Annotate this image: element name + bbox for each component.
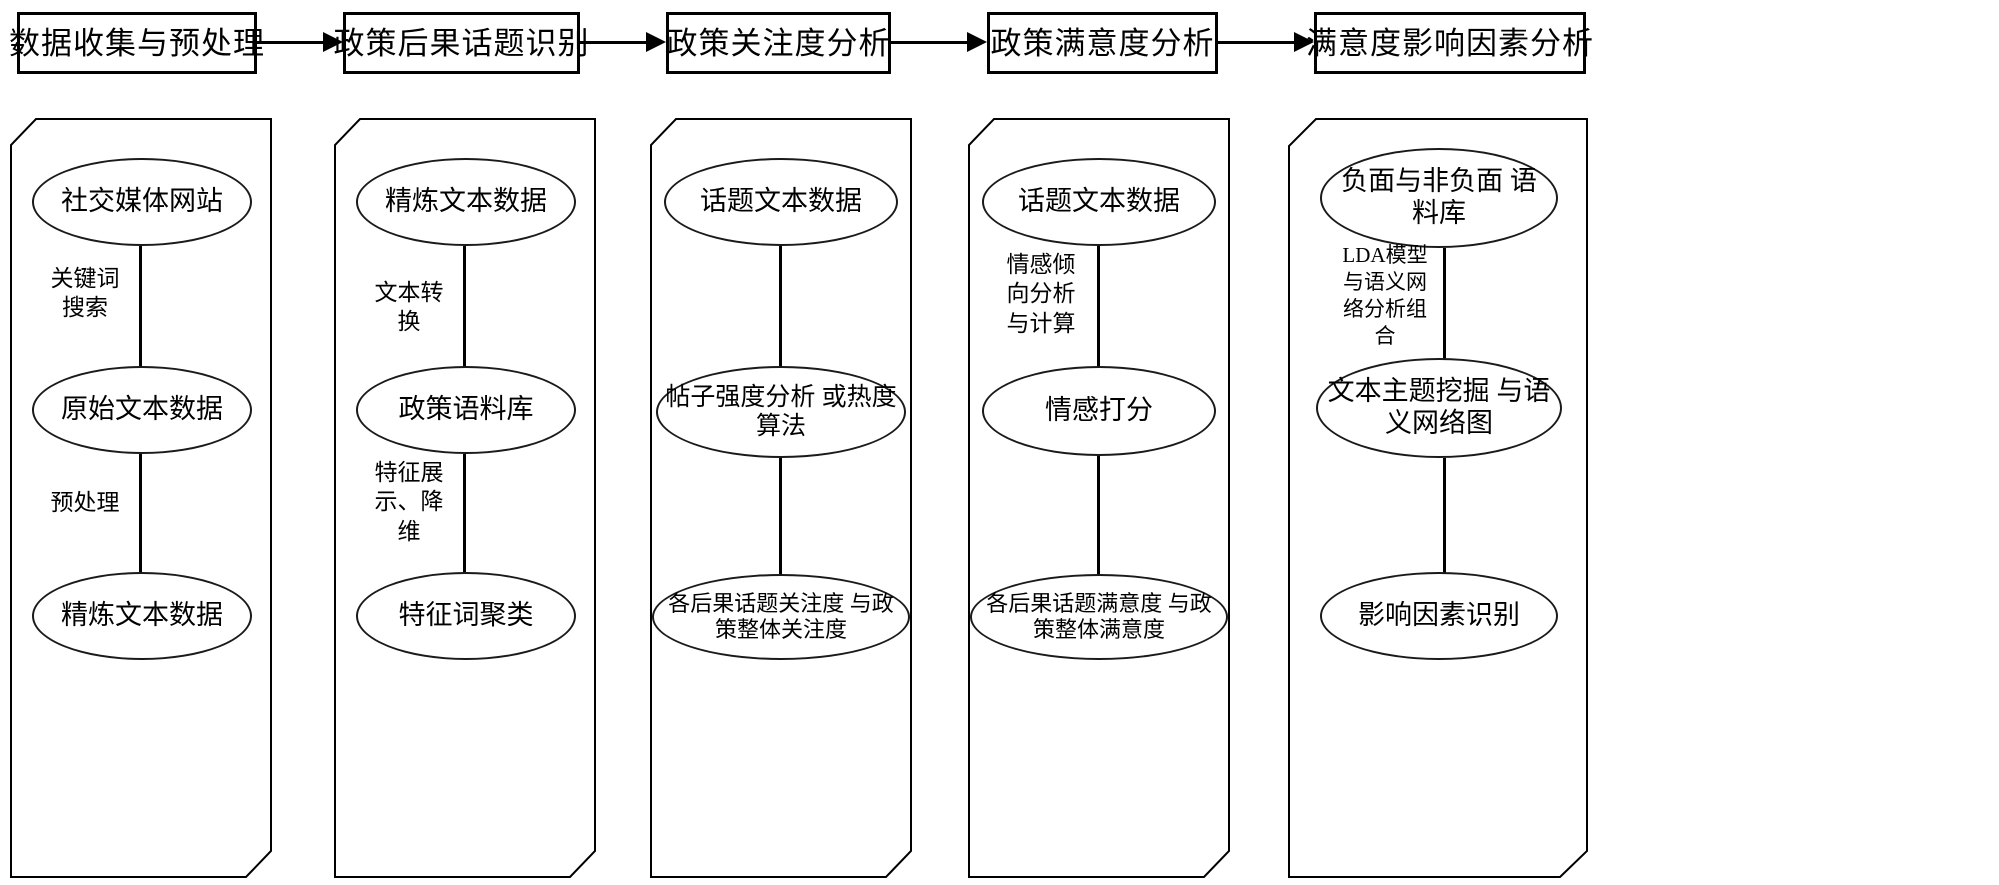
panel-column-3: 话题文本数据 帖子强度分析 或热度算法 各后果话题关注度 与政策整体关注度 [650,118,912,878]
stage-arrow-1 [257,32,343,52]
node-oval-1-3[interactable]: 精炼文本数据 [32,572,252,660]
node-label-5-2: 文本主题挖掘 与语义网络图 [1327,376,1551,438]
stage-row: 数据收集与预处理 政策后果话题识别 政策关注度分析 政策满意度分析 满意度影响因… [0,0,1999,100]
node-label-3-1: 话题文本数据 [700,186,862,217]
node-label-4-2: 情感打分 [1045,395,1153,426]
stage-box-3[interactable]: 政策关注度分析 [666,12,891,74]
node-label-5-1: 负面与非负面 语料库 [1341,166,1537,228]
panel-outline-5 [1288,118,1588,878]
node-oval-1-1[interactable]: 社交媒体网站 [32,158,252,246]
stage-box-1[interactable]: 数据收集与预处理 [9,12,264,74]
connector-1-1 [139,246,142,378]
connector-5-2 [1443,458,1446,594]
node-oval-5-2[interactable]: 文本主题挖掘 与语义网络图 [1316,358,1562,458]
node-oval-4-1[interactable]: 话题文本数据 [982,158,1216,246]
stage-label-1: 数据收集与预处理 [9,25,265,61]
node-label-1-2: 原始文本数据 [61,394,223,425]
stage-arrow-4 [1218,32,1314,52]
panel-column-2: 精炼文本数据 文本转 换 政策语料库 特征展 示、降 维 特征词聚类 [334,118,596,878]
stage-box-2[interactable]: 政策后果话题识别 [334,12,589,74]
stage-box-4[interactable]: 政策满意度分析 [987,12,1218,74]
node-label-4-1: 话题文本数据 [1018,186,1180,217]
edge-label-1-1: 关键词 搜索 [50,266,120,321]
node-label-3-3: 各后果话题关注度 与政策整体关注度 [668,591,894,642]
edge-label-5-1: LDA模型 与语义网 络分析组 合 [1342,243,1428,348]
stage-arrow-2 [580,32,666,52]
stage-box-5[interactable]: 满意度影响因素分析 [1306,12,1593,74]
node-oval-3-3[interactable]: 各后果话题关注度 与政策整体关注度 [652,574,910,660]
connector-4-1 [1097,246,1100,386]
panel-column-4: 话题文本数据 情感倾 向分析 与计算 情感打分 各后果话题满意度 与政策整体满意… [968,118,1230,878]
panel-column-5: 负面与非负面 语料库 LDA模型 与语义网 络分析组 合 文本主题挖掘 与语义网… [1288,118,1588,878]
stage-arrow-3 [891,32,987,52]
node-oval-4-2[interactable]: 情感打分 [982,366,1216,456]
node-label-4-3: 各后果话题满意度 与政策整体满意度 [986,591,1212,642]
node-label-5-3: 影响因素识别 [1358,600,1520,631]
edge-label-4-1: 情感倾 向分析 与计算 [1006,252,1076,336]
node-oval-3-1[interactable]: 话题文本数据 [664,158,898,246]
node-oval-1-2[interactable]: 原始文本数据 [32,366,252,454]
node-label-2-3: 特征词聚类 [398,600,534,631]
panel-column-1: 社交媒体网站 关键词 搜索 原始文本数据 预处理 精炼文本数据 [10,118,272,878]
stage-label-4: 政策满意度分析 [990,25,1215,61]
stage-label-3: 政策关注度分析 [666,25,891,61]
stage-label-2: 政策后果话题识别 [333,25,590,61]
connector-4-2 [1097,456,1100,594]
node-oval-5-3[interactable]: 影响因素识别 [1320,572,1558,660]
edge-label-1-2: 预处理 [50,490,120,515]
connector-2-2 [463,454,466,594]
node-oval-2-1[interactable]: 精炼文本数据 [356,158,576,246]
edge-label-2-1: 文本转 换 [374,280,444,335]
node-oval-3-2[interactable]: 帖子强度分析 或热度算法 [656,366,906,458]
edge-label-2-2: 特征展 示、降 维 [374,460,444,544]
connector-1-2 [139,454,142,584]
connector-5-1 [1443,248,1446,378]
node-oval-4-3[interactable]: 各后果话题满意度 与政策整体满意度 [970,574,1228,660]
node-oval-5-1[interactable]: 负面与非负面 语料库 [1320,148,1558,248]
stage-label-5: 满意度影响因素分析 [1306,25,1594,61]
node-label-3-2: 帖子强度分析 或热度算法 [665,383,897,441]
connector-3-2 [779,458,782,594]
node-label-1-3: 精炼文本数据 [61,600,223,631]
node-label-2-2: 政策语料库 [398,394,534,425]
node-label-2-1: 精炼文本数据 [385,186,547,217]
connector-3-1 [779,246,782,386]
node-oval-2-2[interactable]: 政策语料库 [356,366,576,454]
node-label-1-1: 社交媒体网站 [61,186,223,217]
connector-2-1 [463,246,466,386]
node-oval-2-3[interactable]: 特征词聚类 [356,572,576,660]
